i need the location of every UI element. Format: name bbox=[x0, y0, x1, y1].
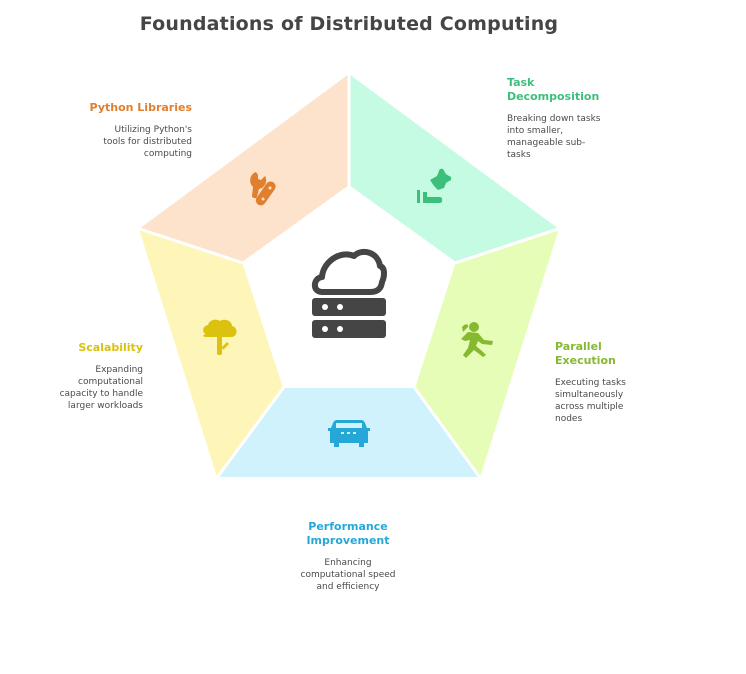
segment-task-decomposition bbox=[349, 74, 559, 262]
desc-line: computing bbox=[143, 149, 192, 159]
desc-line: Executing tasks bbox=[555, 378, 626, 388]
label-python-libraries: Python Libraries Utilizing Python's tool… bbox=[60, 101, 192, 160]
desc-line: manageable sub- bbox=[507, 138, 586, 148]
desc-line: nodes bbox=[555, 414, 583, 424]
desc-line: across multiple bbox=[555, 402, 624, 412]
desc-line: computational bbox=[78, 377, 143, 387]
heading-line: Performance bbox=[308, 520, 388, 533]
tools-icon bbox=[250, 172, 276, 206]
heading-line: Parallel bbox=[555, 340, 602, 353]
desc-line: Expanding bbox=[95, 365, 143, 375]
heading-task-decomposition: Task Decomposition bbox=[507, 76, 637, 104]
heading-python-libraries: Python Libraries bbox=[89, 101, 192, 114]
desc-line: computational speed bbox=[300, 570, 396, 580]
desc-line: tasks bbox=[507, 150, 531, 160]
segment-separators bbox=[136, 72, 562, 480]
desc-line: capacity to handle bbox=[59, 389, 143, 399]
heading-line: Improvement bbox=[306, 534, 390, 547]
desc-line: Enhancing bbox=[324, 558, 372, 568]
cloud-server-icon bbox=[311, 248, 387, 338]
desc-line: larger workloads bbox=[67, 401, 143, 411]
segment-scalability bbox=[139, 229, 283, 477]
desc-line: into smaller, bbox=[507, 126, 564, 136]
segment-parallel-execution bbox=[415, 229, 559, 477]
tree-icon bbox=[203, 319, 237, 355]
heading-line: Execution bbox=[555, 354, 616, 367]
heading-line: Decomposition bbox=[507, 90, 600, 103]
desc-line: tools for distributed bbox=[103, 137, 192, 147]
label-scalability: Scalability Expanding computational capa… bbox=[20, 341, 143, 412]
desc-line: Breaking down tasks bbox=[507, 114, 601, 124]
heading-line: Task bbox=[507, 76, 535, 89]
car-icon bbox=[328, 420, 370, 447]
heading-parallel-execution: Parallel Execution bbox=[555, 340, 665, 368]
segment-python-libraries bbox=[139, 74, 349, 262]
label-performance-improvement: Performance Improvement Enhancing comput… bbox=[268, 520, 428, 593]
desc-line: simultaneously bbox=[555, 390, 624, 400]
desc-line: Utilizing Python's bbox=[114, 125, 192, 135]
runner-icon bbox=[461, 322, 493, 358]
label-parallel-execution: Parallel Execution Executing tasks simul… bbox=[555, 340, 665, 425]
desc-line: and efficiency bbox=[316, 582, 380, 592]
label-task-decomposition: Task Decomposition Breaking down tasks i… bbox=[507, 76, 637, 161]
heading-performance-improvement: Performance Improvement bbox=[268, 520, 428, 548]
puzzle-hand-icon bbox=[417, 168, 452, 203]
heading-scalability: Scalability bbox=[78, 341, 143, 354]
diagram-title: Foundations of Distributed Computing bbox=[139, 13, 559, 35]
